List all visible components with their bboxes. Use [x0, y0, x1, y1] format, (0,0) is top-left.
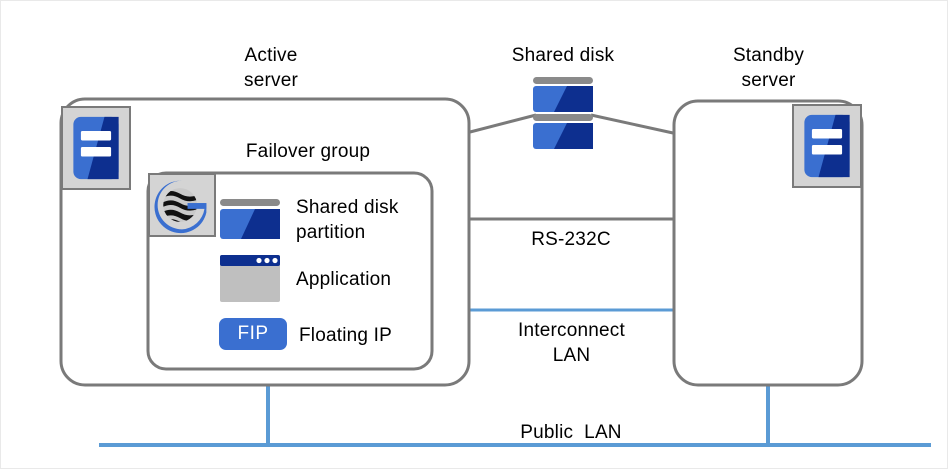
clusterpro-g-logo-icon — [154, 180, 207, 234]
floating-ip-chip: FIP — [219, 318, 287, 350]
shared-disk-title: Shared disk — [511, 45, 615, 66]
active-server-title: Active server — [244, 45, 298, 91]
shared-disk-partition-label: Shared disk partition — [296, 197, 399, 243]
shared-disk-link-standby — [590, 113, 674, 135]
rs232c-label: RS-232C — [531, 229, 611, 250]
active-server-chassis-icon — [61, 106, 131, 190]
clusterpro-logo-tile — [148, 173, 216, 237]
standby-server-box — [672, 99, 864, 387]
failover-group-box — [146, 171, 434, 371]
standby-server-chassis-icon — [792, 104, 862, 188]
interconnect-lan-label: Interconnect LAN — [518, 320, 625, 366]
server-glyph — [73, 116, 119, 180]
application-label: Application — [296, 269, 392, 290]
public-lan-label: Public LAN — [520, 422, 622, 443]
server-glyph — [804, 114, 850, 178]
shared-disk-partition-icon — [219, 199, 281, 241]
active-server-box — [59, 97, 471, 387]
shared-disk-link-active — [469, 113, 537, 134]
floating-ip-label: Floating IP — [299, 325, 393, 346]
shared-disk-icon — [533, 77, 593, 149]
application-window-icon — [219, 255, 281, 303]
standby-server-title: Standby server — [732, 45, 805, 91]
failover-group-label: Failover group — [245, 141, 371, 162]
